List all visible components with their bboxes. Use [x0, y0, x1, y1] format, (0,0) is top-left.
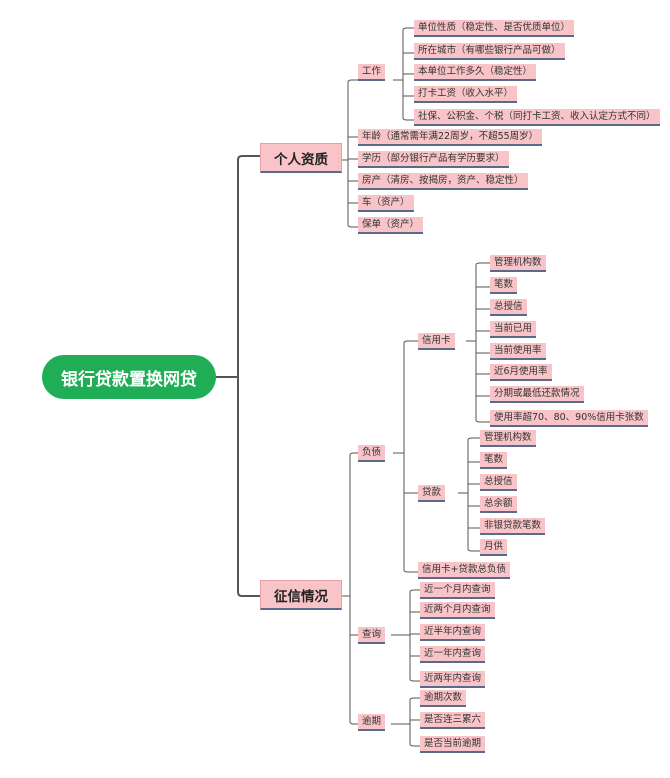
query-item: 近两个月内查询 — [420, 602, 495, 619]
node-loan: 贷款 — [418, 485, 446, 502]
node-education: 学历（部分银行产品有学历要求） — [358, 151, 509, 168]
node-personal: 个人资质 — [260, 143, 342, 173]
card-item: 分期或最低还款情况 — [490, 386, 584, 403]
overdue-item: 逾期次数 — [420, 690, 467, 707]
loan-item: 非银贷款笔数 — [480, 518, 546, 535]
node-credit: 征信情况 — [260, 580, 342, 610]
loan-item: 月供 — [480, 539, 508, 556]
node-overdue: 逾期 — [358, 714, 386, 731]
query-item: 近半年内查询 — [420, 624, 486, 641]
query-item: 近一年内查询 — [420, 646, 486, 663]
node-car: 车（资产） — [358, 195, 414, 212]
node-property: 房产（清房、按揭房，资产、稳定性） — [358, 173, 528, 190]
work-item: 打卡工资（收入水平） — [414, 86, 518, 103]
card-item: 使用率超70、80、90%信用卡张数 — [490, 410, 648, 427]
node-total-debt: 信用卡+贷款总负债 — [418, 562, 510, 579]
query-item: 近一个月内查询 — [420, 582, 495, 599]
loan-item: 笔数 — [480, 452, 508, 469]
node-debt: 负债 — [358, 445, 386, 462]
card-item: 当前已用 — [490, 321, 537, 338]
work-item: 单位性质（稳定性、是否优质单位） — [414, 20, 575, 37]
loan-item: 总余额 — [480, 496, 517, 513]
card-item: 当前使用率 — [490, 343, 546, 360]
node-age: 年龄（通常需年满22周岁，不超55周岁） — [358, 129, 543, 146]
query-item: 近两年内查询 — [420, 671, 486, 688]
card-item: 总授信 — [490, 299, 527, 316]
node-policy: 保单（资产） — [358, 217, 424, 234]
overdue-item: 是否连三累六 — [420, 712, 486, 729]
node-work: 工作 — [358, 64, 386, 81]
card-item: 近6月使用率 — [490, 364, 552, 381]
card-item: 管理机构数 — [490, 255, 546, 272]
node-credit-card: 信用卡 — [418, 333, 455, 350]
card-item: 笔数 — [490, 277, 518, 294]
work-item: 本单位工作多久（稳定性） — [414, 64, 537, 81]
loan-item: 总授信 — [480, 474, 517, 491]
overdue-item: 是否当前逾期 — [420, 736, 486, 753]
work-item: 社保、公积金、个税（同打卡工资、收入认定方式不同） — [414, 109, 660, 126]
loan-item: 管理机构数 — [480, 430, 536, 447]
root-node: 银行贷款置换网贷 — [42, 355, 216, 399]
work-item: 所在城市（有哪些银行产品可做） — [414, 43, 565, 60]
node-query: 查询 — [358, 627, 386, 644]
